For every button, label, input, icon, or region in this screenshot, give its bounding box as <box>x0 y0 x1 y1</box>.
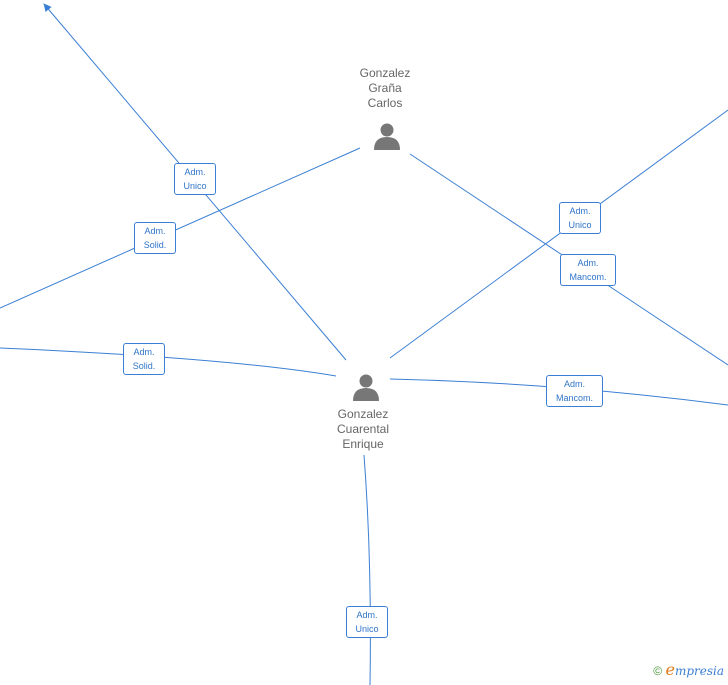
person-name: Gonzalez Cuarental Enrique <box>336 407 390 451</box>
person-icon <box>374 123 400 150</box>
watermark: © empresia <box>653 660 724 679</box>
role-label-adm-mancom[interactable]: Adm.Mancom. <box>560 254 616 286</box>
role-label-adm-unico[interactable]: Adm.Unico <box>174 163 216 195</box>
role-label-adm-unico[interactable]: Adm.Unico <box>346 606 388 638</box>
role-label-adm-unico[interactable]: Adm.Unico <box>559 202 601 234</box>
brand-logo-e: e <box>665 660 675 679</box>
role-label-adm-solid[interactable]: Adm.Solid. <box>123 343 165 375</box>
brand-logo-text: mpresia <box>674 664 724 678</box>
person-icon <box>353 374 379 401</box>
role-label-adm-mancom[interactable]: Adm.Mancom. <box>546 375 603 407</box>
edge-enrique-to-left <box>0 347 337 377</box>
edge-enrique-to-bottom <box>363 454 371 685</box>
role-label-adm-solid[interactable]: Adm.Solid. <box>134 222 176 254</box>
person-name: Gonzalez Graña Carlos <box>359 66 411 110</box>
edge-carlos-to-left <box>0 147 361 309</box>
edge-enrique-to-topright <box>389 109 728 359</box>
copyright-icon: © <box>653 664 663 678</box>
